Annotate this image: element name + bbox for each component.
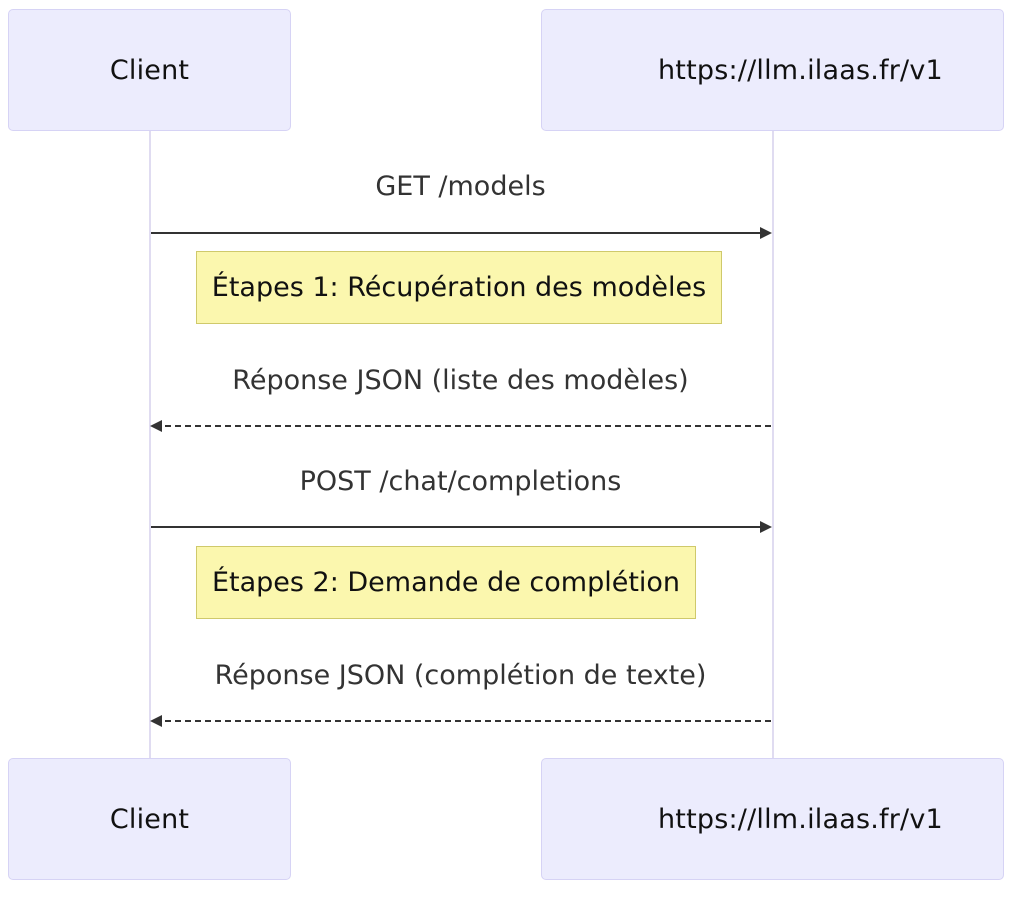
- client-actor-label: Client: [109, 803, 190, 835]
- server-actor-label: https://llm.ilaas.fr/v1: [658, 54, 943, 86]
- note-step-1-text: Étapes 1: Récupération des modèles: [211, 272, 707, 303]
- server-lifeline: [772, 130, 774, 760]
- client-lifeline: [149, 130, 151, 760]
- client-actor-top: Client: [8, 9, 291, 131]
- message-label-post-completions: POST /chat/completions: [299, 466, 622, 497]
- note-step-2: Étapes 2: Demande de complétion: [196, 546, 696, 619]
- message-label-response-completion: Réponse JSON (complétion de texte): [214, 660, 707, 691]
- note-step-2-text: Étapes 2: Demande de complétion: [211, 567, 681, 598]
- message-label-response-models: Réponse JSON (liste des modèles): [232, 365, 689, 396]
- client-actor-label: Client: [109, 54, 190, 86]
- server-actor-bottom: https://llm.ilaas.fr/v1: [541, 758, 1004, 880]
- note-step-1: Étapes 1: Récupération des modèles: [196, 251, 722, 324]
- server-actor-top: https://llm.ilaas.fr/v1: [541, 9, 1004, 131]
- client-actor-bottom: Client: [8, 758, 291, 880]
- server-actor-label: https://llm.ilaas.fr/v1: [658, 803, 943, 835]
- message-label-get-models: GET /models: [375, 171, 546, 202]
